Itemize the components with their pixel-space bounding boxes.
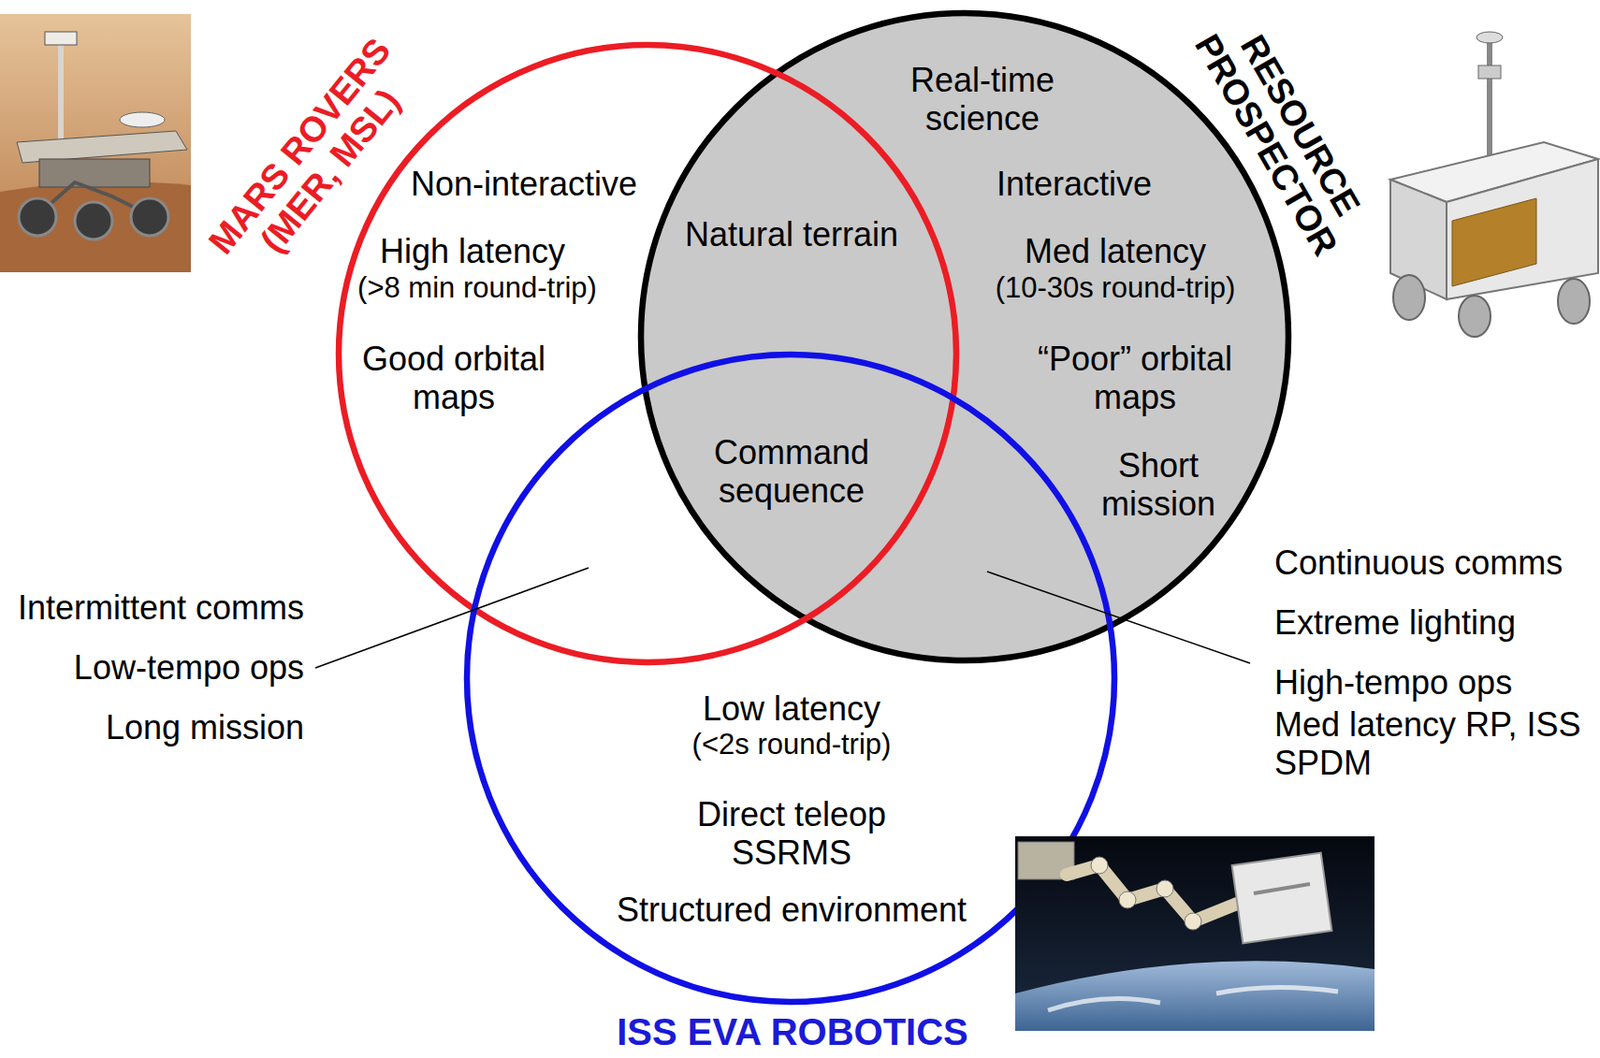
- overlap-text: Command sequence: [688, 433, 895, 511]
- callout-text: Intermittent comms: [4, 588, 305, 627]
- property-text: Med latency: [1003, 232, 1228, 271]
- arm-joint: [1156, 880, 1174, 898]
- property-text: Direct teleop SSRMS: [669, 795, 914, 873]
- callout-text: Low-tempo ops: [4, 648, 305, 687]
- group-heading: RESOURCE PROSPECTOR: [1183, 2, 1382, 269]
- rover-wheel: [1393, 275, 1426, 320]
- photo-ground: [0, 181, 191, 273]
- property-text: “Poor” orbital maps: [1018, 339, 1252, 418]
- leader-line: [315, 567, 589, 669]
- circle-outline: [640, 13, 1289, 661]
- iss-robot-photo: [1015, 836, 1375, 1032]
- rover-wheel: [1557, 278, 1590, 324]
- rover-mast: [58, 41, 64, 145]
- property-text: Non-interactive: [397, 164, 651, 204]
- rover-body: [39, 159, 150, 188]
- mars-rover-photo: [0, 14, 191, 273]
- rover-camera: [44, 31, 77, 45]
- latency-note: (<2s round-trip): [669, 727, 914, 762]
- property-text: Real-time science: [888, 60, 1077, 139]
- photo-space: [1015, 836, 1375, 1032]
- arm-joint: [1090, 857, 1108, 874]
- callout-text: Med latency RP, ISS SPDM: [1274, 705, 1593, 784]
- payload-box: [1232, 853, 1333, 945]
- property-text: Structured environment: [595, 890, 989, 930]
- property-text: Interactive: [961, 164, 1187, 204]
- property-text: Good orbital maps: [341, 339, 567, 418]
- arm-joint: [1184, 913, 1202, 931]
- rover-dish: [119, 112, 165, 128]
- latency-note: (>8 min round-trip): [346, 271, 609, 306]
- property-text: Short mission: [1078, 446, 1238, 524]
- rover-deck: [16, 130, 188, 163]
- prospector-rover-drawing: [1390, 31, 1599, 337]
- property-text: High latency: [360, 232, 585, 271]
- rover-antenna: [1476, 31, 1503, 44]
- latency-note: (10-30s round-trip): [979, 271, 1251, 306]
- callout-text: Extreme lighting: [1274, 603, 1593, 642]
- photo-earth: [1015, 960, 1375, 1032]
- robot-arm: [1066, 865, 1237, 922]
- group-heading: ISS EVA ROBOTICS: [586, 1011, 999, 1053]
- resource-prospector-circle: RESOURCE PROSPECTORReal-time scienceInte…: [638, 10, 1292, 664]
- arm-joint: [1119, 891, 1136, 909]
- photo-clouds: [1047, 987, 1339, 1011]
- callout-text: Long mission: [4, 708, 305, 747]
- overlap-text: Natural terrain: [651, 215, 932, 254]
- rover-panel: [1452, 198, 1537, 287]
- callout-text: High-tempo ops: [1274, 663, 1593, 702]
- payload-handle: [1253, 884, 1310, 894]
- rover-wheel: [130, 198, 169, 236]
- circle-outline: [466, 354, 1115, 1003]
- rover-wheel: [74, 202, 113, 240]
- rover-wheel: [18, 198, 57, 236]
- callout-text: Continuous comms: [1274, 543, 1593, 582]
- rover-camera: [1478, 65, 1501, 79]
- rover-wheel: [1458, 295, 1491, 337]
- photo-sky: [0, 14, 191, 273]
- mars-rovers-circle: MARS ROVERS (MER, MSL)Non-interactiveHig…: [335, 42, 960, 666]
- property-text: Low latency: [669, 689, 914, 728]
